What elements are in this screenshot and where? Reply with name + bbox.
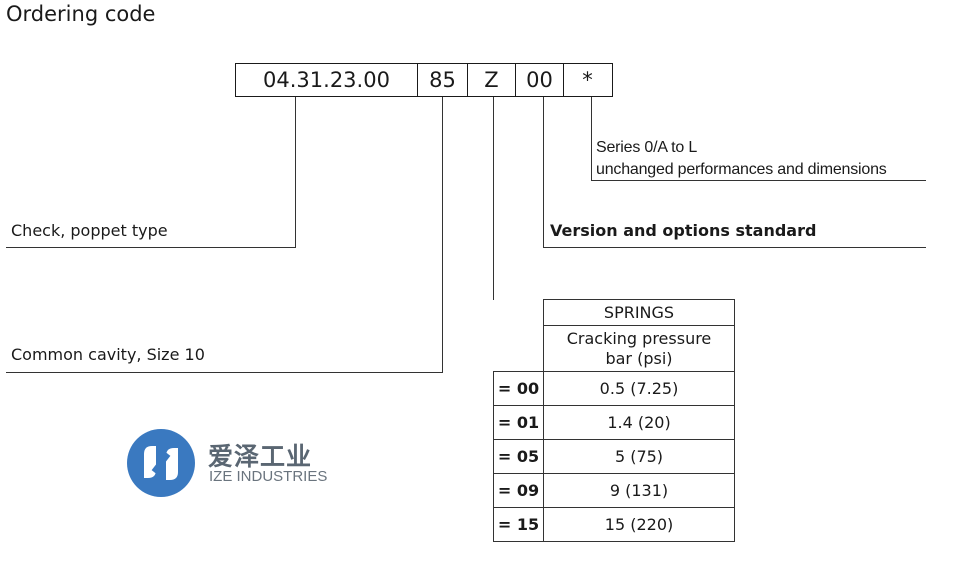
check-label: Check, poppet type xyxy=(11,221,168,240)
table-row: = 09 9 (131) xyxy=(493,473,735,508)
spring-pressure: 15 (220) xyxy=(543,507,735,542)
table-corner xyxy=(493,299,544,372)
table-row: = 05 5 (75) xyxy=(493,439,735,474)
table-row: = 15 15 (220) xyxy=(493,507,735,542)
table-row: = 01 1.4 (20) xyxy=(493,405,735,440)
logo-name-cn: 爱泽工业 xyxy=(208,442,313,471)
version-label: Version and options standard xyxy=(550,221,817,240)
page-title: Ordering code xyxy=(6,2,156,26)
connector-check-v xyxy=(295,97,296,247)
springs-table: SPRINGS Cracking pressure bar (psi) = 00… xyxy=(493,299,735,542)
spring-code: = 15 xyxy=(493,507,544,542)
spring-pressure: 0.5 (7.25) xyxy=(543,371,735,406)
spring-code: = 09 xyxy=(493,473,544,508)
spring-code: = 01 xyxy=(493,405,544,440)
code-segment-spring: Z xyxy=(468,64,516,96)
spring-code: = 05 xyxy=(493,439,544,474)
ize-logo-icon xyxy=(127,429,195,497)
code-segment-base: 04.31.23.00 xyxy=(236,64,418,96)
connector-spring-v xyxy=(493,97,494,300)
springs-subheader-line2: bar (psi) xyxy=(605,348,673,368)
connector-series-h xyxy=(591,180,926,181)
code-segment-version: 00 xyxy=(516,64,564,96)
spring-pressure: 1.4 (20) xyxy=(543,405,735,440)
springs-subheader-line1: Cracking pressure xyxy=(566,328,712,348)
connector-version-v xyxy=(543,97,544,247)
connector-series-v xyxy=(591,97,592,180)
cavity-label: Common cavity, Size 10 xyxy=(11,345,205,364)
code-segment-cavity: 85 xyxy=(418,64,468,96)
code-segment-series: * xyxy=(582,68,593,92)
connector-cavity-v xyxy=(442,97,443,372)
table-row: = 00 0.5 (7.25) xyxy=(493,371,735,406)
ordering-code-box: 04.31.23.00 85 Z 00 * xyxy=(235,63,613,97)
logo-name-en: IZE INDUSTRIES xyxy=(209,468,328,485)
springs-subheader: Cracking pressure bar (psi) xyxy=(543,325,735,372)
series-note-line1: Series 0/A to L xyxy=(596,139,698,156)
connector-check-h xyxy=(6,247,296,248)
series-note-line2: unchanged performances and dimensions xyxy=(596,161,887,178)
series-note: Series 0/A to L unchanged performances a… xyxy=(596,137,887,181)
connector-cavity-h xyxy=(6,372,443,373)
spring-pressure: 5 (75) xyxy=(543,439,735,474)
springs-header: SPRINGS xyxy=(543,299,735,326)
connector-version-h xyxy=(543,247,926,248)
spring-code: = 00 xyxy=(493,371,544,406)
spring-pressure: 9 (131) xyxy=(543,473,735,508)
